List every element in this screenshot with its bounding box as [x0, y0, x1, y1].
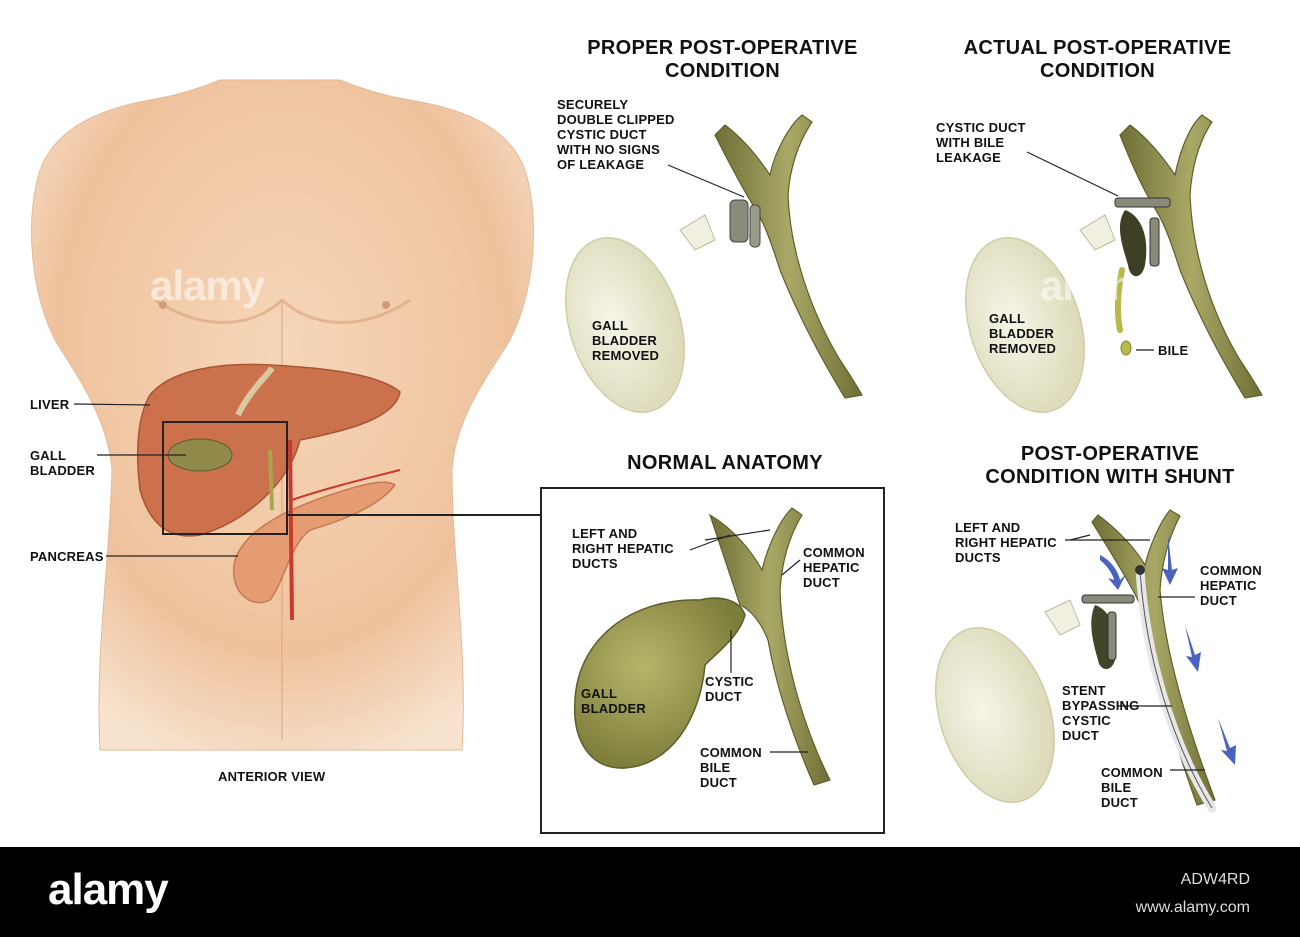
bile-drop — [1120, 340, 1132, 356]
actual-duct — [1119, 114, 1263, 399]
title-actual-postop: ACTUAL POST-OPERATIVE CONDITION — [963, 37, 1232, 82]
image-id: ADW4RD — [1180, 871, 1250, 888]
label-secure-clip: SECURELY DOUBLE CLIPPED CYSTIC DUCT WITH… — [557, 97, 675, 172]
label-bile: BILE — [1158, 343, 1189, 358]
label-common-bile-normal: COMMON BILE DUCT — [700, 745, 762, 790]
label-hepatic-ducts-normal: LEFT AND RIGHT HEPATIC DUCTS — [572, 526, 674, 571]
shunt-illustration — [935, 509, 1236, 813]
proper-postop-illustration — [565, 114, 863, 414]
label-common-bile-shunt: COMMON BILE DUCT — [1101, 765, 1163, 810]
label-common-hepatic-normal: COMMON HEPATIC DUCT — [803, 545, 865, 590]
normal-duct — [708, 507, 831, 786]
illustration-canvas: alamy alamy PROPER POST-OPERATIVE CONDIT… — [30, 37, 1263, 834]
shunt-clip-2 — [1107, 611, 1117, 661]
shunt-clip-1 — [1081, 594, 1135, 604]
label-gb-removed-actual: GALL BLADDER REMOVED — [989, 311, 1057, 356]
actual-leaking-stump — [1119, 210, 1147, 277]
label-gall-bladder-normal: GALL BLADDER — [581, 686, 646, 716]
title-normal-anatomy: NORMAL ANATOMY — [627, 452, 823, 474]
label-anterior-view: ANTERIOR VIEW — [218, 769, 326, 784]
watermark-text: alamy — [1040, 262, 1155, 309]
shunt-gallbladder-removed — [935, 626, 1055, 804]
alamy-logo: alamy — [48, 865, 169, 914]
label-gall-bladder: GALL BLADDER — [30, 448, 95, 478]
label-stent: STENT BYPASSING CYSTIC DUCT — [1062, 683, 1140, 743]
proper-duct — [714, 114, 863, 399]
normal-anatomy-illustration — [573, 507, 831, 786]
normal-gallbladder — [573, 597, 746, 769]
label-common-hepatic-shunt: COMMON HEPATIC DUCT — [1200, 563, 1262, 608]
zoom-region-box — [162, 421, 288, 535]
site-url: www.alamy.com — [1135, 899, 1250, 916]
actual-clip-2 — [1149, 217, 1160, 267]
actual-clip-1 — [1114, 197, 1171, 208]
bile-drip — [1114, 267, 1125, 333]
actual-postop-illustration — [965, 114, 1263, 414]
label-cystic-leak: CYSTIC DUCT WITH BILE LEAKAGE — [936, 120, 1026, 165]
actual-gallbladder-removed — [965, 236, 1085, 414]
label-pancreas: PANCREAS — [30, 549, 104, 564]
label-liver: LIVER — [30, 397, 70, 412]
title-shunt: POST-OPERATIVE CONDITION WITH SHUNT — [985, 443, 1235, 488]
anatomy-drawing — [31, 79, 1263, 834]
proper-clip-1 — [729, 199, 749, 243]
torso — [31, 79, 541, 751]
proper-gallbladder-removed — [565, 236, 685, 414]
label-gb-removed-proper: GALL BLADDER REMOVED — [592, 318, 660, 363]
proper-clip-2 — [749, 204, 761, 248]
footer-bar: alamy ADW4RD www.alamy.com — [0, 847, 1300, 937]
label-cystic-duct: CYSTIC DUCT — [705, 674, 754, 704]
pancreas-shape — [232, 481, 397, 604]
title-proper-postop: PROPER POST-OPERATIVE CONDITION — [587, 37, 858, 82]
label-hepatic-ducts-shunt: LEFT AND RIGHT HEPATIC DUCTS — [955, 520, 1057, 565]
watermark-text: alamy — [150, 262, 265, 309]
bile-flow-arrows — [1100, 535, 1236, 765]
